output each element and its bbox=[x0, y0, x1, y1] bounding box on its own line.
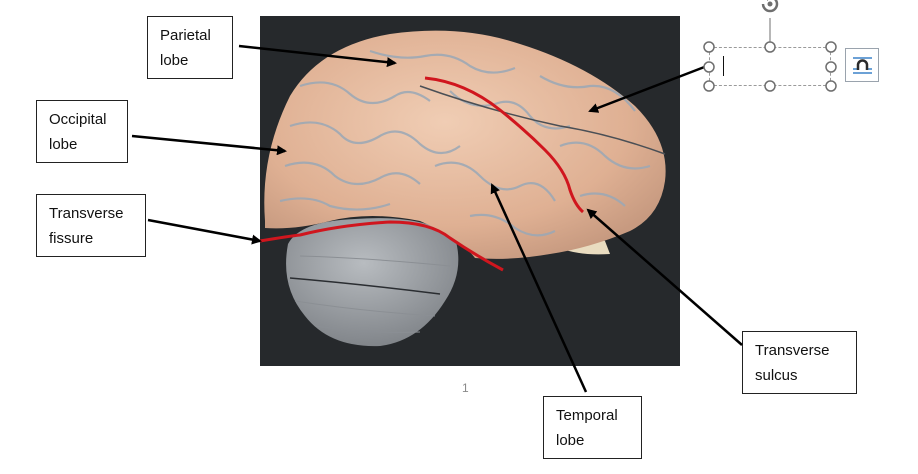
transverse-sulcus-label-line-2: sulcus bbox=[755, 367, 798, 384]
text-cursor bbox=[723, 56, 724, 76]
page-number: 1 bbox=[462, 381, 469, 395]
transverse-sulcus-label-line-1: Transverse bbox=[755, 342, 830, 359]
arrow-transverse-fissure bbox=[147, 218, 262, 245]
transverse-fissure-label-line-1: Transverse bbox=[49, 205, 124, 222]
transverse-sulcus-label[interactable]: Transverse sulcus bbox=[742, 331, 857, 394]
temporal-lobe-label[interactable]: Temporal lobe bbox=[543, 396, 642, 459]
layout-options-icon bbox=[853, 57, 872, 74]
selected-empty-text-box[interactable] bbox=[709, 47, 831, 86]
transverse-fissure-label[interactable]: Transverse fissure bbox=[36, 194, 146, 257]
layout-options-button[interactable] bbox=[845, 48, 879, 82]
brain-photo bbox=[260, 16, 680, 366]
temporal-label-line-1: Temporal bbox=[556, 407, 618, 424]
occipital-label-line-2: lobe bbox=[49, 136, 78, 153]
transverse-fissure-label-line-2: fissure bbox=[49, 230, 94, 247]
rotate-handle-icon[interactable] bbox=[755, 0, 785, 18]
parietal-lobe-label[interactable]: Parietal lobe bbox=[147, 16, 233, 79]
parietal-label-line-2: lobe bbox=[160, 52, 189, 69]
occipital-label-line-1: Occipital bbox=[49, 111, 107, 128]
occipital-lobe-label[interactable]: Occipital lobe bbox=[36, 100, 128, 163]
parietal-label-line-1: Parietal bbox=[160, 27, 211, 44]
temporal-label-line-2: lobe bbox=[556, 432, 585, 449]
brain-illustration bbox=[260, 16, 680, 366]
